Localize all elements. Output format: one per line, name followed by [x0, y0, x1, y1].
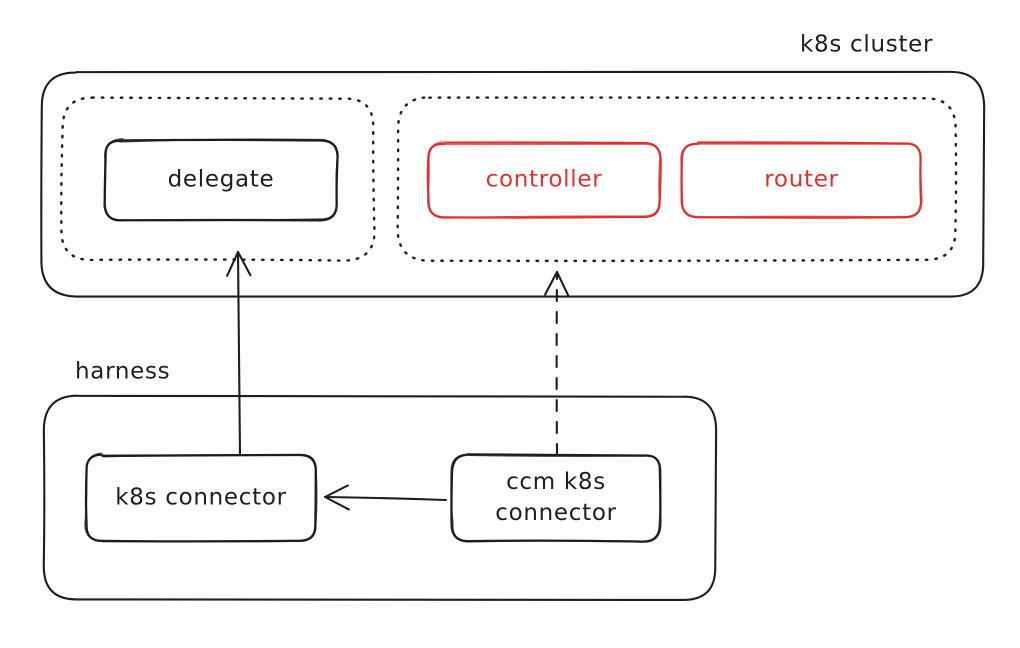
connector-ccm-to-k8s-connector[interactable]: [323, 484, 448, 511]
node-label-controller: controller: [486, 167, 603, 193]
node-border-k8s-connector: [84, 452, 318, 543]
connector-arrowhead-ccm-to-controller: [544, 270, 570, 298]
group-label-k8s-cluster: k8s cluster: [800, 32, 933, 58]
grp-delegate-path: [60, 96, 376, 262]
connector-shaft-ccm-to-k8s-connector: [323, 495, 448, 502]
group-k8s-cluster[interactable]: k8s cluster: [40, 32, 986, 298]
node-label-router: router: [764, 167, 838, 193]
grp-k8s-path: [40, 70, 986, 298]
node-controller[interactable]: controller: [426, 141, 662, 219]
node-border-ccm-k8s-connector: [450, 453, 662, 543]
connector-connector-to-delegate[interactable]: [226, 250, 252, 457]
node-border-delegate: [103, 138, 339, 222]
node-boxes-layer: delegate controller router k8s connector ccm…: [84, 138, 923, 543]
node-border-ccm-k8s-connector: [450, 454, 662, 543]
node-label-ccm-k8s-connector: connector: [495, 500, 617, 526]
grp-workload-path: [396, 95, 958, 263]
node-delegate[interactable]: delegate: [103, 138, 339, 222]
node-k8s-connector[interactable]: k8s connector: [84, 452, 318, 543]
connector-arrowhead-connector-to-delegate: [226, 250, 252, 277]
group-delegate-zone[interactable]: [60, 96, 376, 262]
connector-arrowhead-ccm-to-k8s-connector: [323, 484, 350, 511]
node-border-controller: [426, 141, 661, 219]
connectors-layer: [226, 250, 570, 511]
grp-harness-path: [42, 394, 718, 602]
node-router[interactable]: router: [680, 141, 923, 219]
connector-ccm-to-controller[interactable]: [544, 270, 570, 457]
group-label-harness: harness: [75, 359, 170, 385]
node-ccm-k8s-connector[interactable]: ccm k8s connector: [450, 453, 662, 543]
node-border-router: [680, 143, 923, 219]
node-label-ccm-k8s-connector: ccm k8s: [506, 469, 606, 495]
node-label-k8s-connector: k8s connector: [115, 485, 287, 511]
group-workload-zone[interactable]: [396, 95, 958, 263]
connector-shaft-connector-to-delegate: [236, 250, 242, 457]
node-label-delegate: delegate: [168, 167, 275, 193]
group-harness[interactable]: harness: [42, 359, 718, 602]
